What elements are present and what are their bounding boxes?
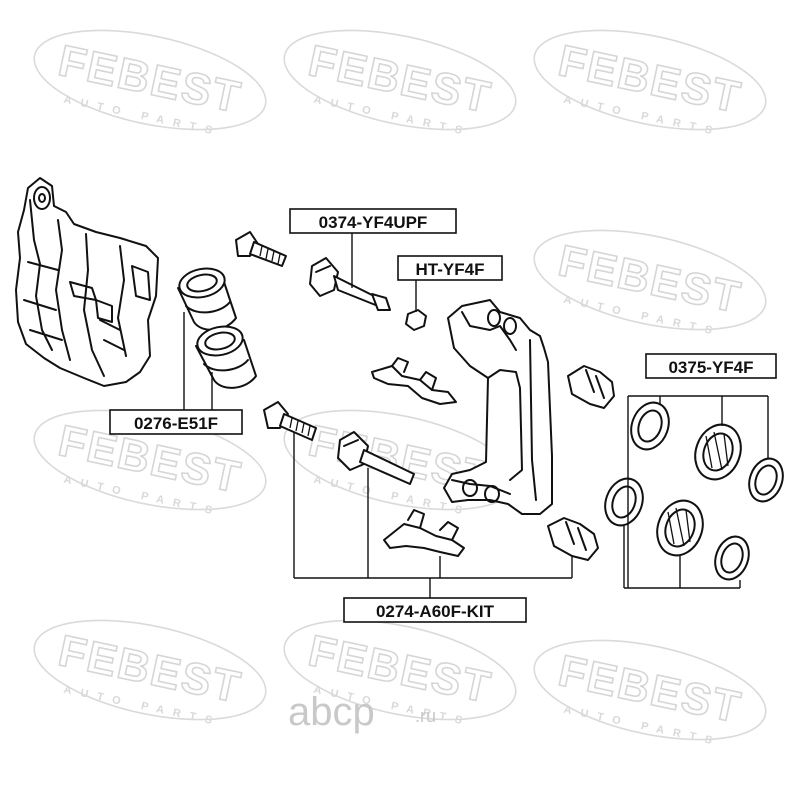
label-0274-A60F-KIT: 0274-A60F-KIT <box>343 597 527 623</box>
site-watermark-name: abcp <box>288 690 375 734</box>
upper-bolt <box>235 231 287 267</box>
watermark-logo: FEBEST AUTO PARTS <box>33 619 267 729</box>
caliper-bracket <box>443 299 553 515</box>
site-watermark-tld: .ru <box>415 706 436 726</box>
watermark-logo: FEBEST AUTO PARTS <box>283 29 517 139</box>
label-0374-YF4UPF: 0374-YF4UPF <box>289 208 457 234</box>
bushing-lower <box>547 517 599 561</box>
lower-clip <box>383 509 465 557</box>
caliper-body <box>15 177 159 387</box>
seal-kit-rings <box>604 401 784 581</box>
guide-pin-lower <box>337 431 415 485</box>
label-HT-YF4F: HT-YF4F <box>397 255 503 281</box>
piston-lower <box>195 325 257 389</box>
label-0375-YF4F: 0375-YF4F <box>645 353 777 379</box>
bleeder-plug <box>405 309 427 331</box>
guide-pin-upper <box>309 257 391 311</box>
watermark-logo: FEBEST AUTO PARTS <box>33 29 267 139</box>
lower-bolt <box>263 401 317 441</box>
label-text: 0276-E51F <box>134 414 218 433</box>
watermark-brand: FEBEST <box>554 36 746 123</box>
watermark-brand: FEBEST <box>554 646 746 733</box>
watermark-brand: FEBEST <box>554 236 746 323</box>
watermark-brand: FEBEST <box>54 36 246 123</box>
watermark-brand: FEBEST <box>304 36 496 123</box>
leader-lines <box>183 232 769 598</box>
label-text: HT-YF4F <box>416 260 485 279</box>
label-0276-E51F: 0276-E51F <box>109 409 243 435</box>
watermark-logo: FEBEST AUTO PARTS <box>533 639 767 749</box>
piston-upper <box>177 267 237 331</box>
label-text: 0374-YF4UPF <box>319 213 428 232</box>
watermark-logo: FEBEST AUTO PARTS <box>533 229 767 339</box>
label-text: 0274-A60F-KIT <box>376 602 495 621</box>
watermark-brand: FEBEST <box>54 626 246 713</box>
upper-clip <box>371 357 457 405</box>
label-text: 0375-YF4F <box>668 358 753 377</box>
bushing-upper <box>567 365 615 409</box>
watermark-logo: FEBEST AUTO PARTS <box>533 29 767 139</box>
site-watermark: abcp .ru <box>288 690 436 734</box>
